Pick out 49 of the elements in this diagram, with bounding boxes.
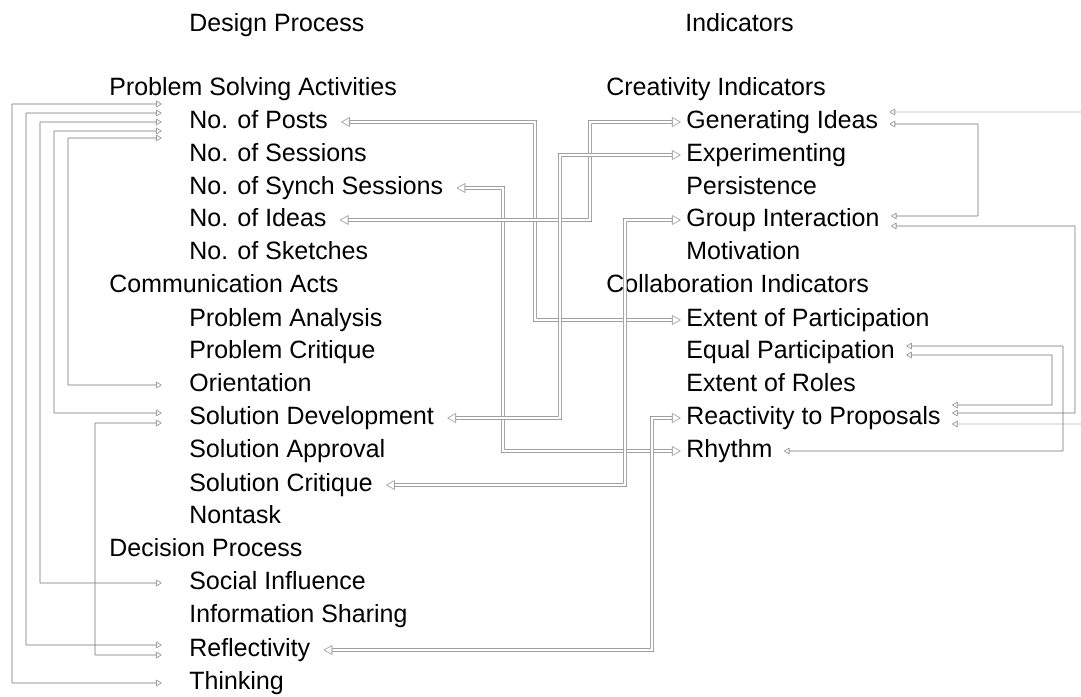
double-line-connector bbox=[323, 413, 681, 655]
double-line-connector bbox=[341, 117, 681, 325]
item-label: Solution Development bbox=[190, 405, 434, 430]
connector-line bbox=[67, 134, 162, 389]
group-heading: Creativity Indicators bbox=[607, 76, 825, 101]
item-label: Reactivity to Proposals bbox=[688, 405, 940, 430]
connector-line bbox=[39, 118, 162, 587]
connector-line bbox=[890, 222, 1076, 417]
item-label: Extent of Roles bbox=[688, 372, 855, 392]
item-label: Extent of Participation bbox=[688, 307, 928, 332]
double-line-connector bbox=[447, 150, 681, 423]
item-label: Generating Ideas bbox=[687, 109, 878, 134]
group-heading: Problem Solving Activities bbox=[111, 76, 396, 101]
item-label: Experimenting bbox=[688, 142, 845, 167]
item-label: Persistence bbox=[688, 175, 816, 195]
column-heading: Indicators bbox=[687, 12, 793, 32]
item-label: Reflectivity bbox=[191, 637, 310, 662]
double-line-connector bbox=[339, 117, 681, 225]
group-heading: Collaboration Indicators bbox=[607, 273, 868, 293]
item-label: Orientation bbox=[190, 372, 310, 392]
item-label: Solution Approval bbox=[190, 438, 384, 463]
connector-line bbox=[94, 419, 162, 659]
double-line-connector bbox=[456, 183, 681, 456]
item-label: No. of Sketches bbox=[191, 240, 368, 260]
connector-line bbox=[25, 109, 162, 649]
group-heading: Communication Acts bbox=[110, 273, 338, 293]
double-line-connector bbox=[386, 215, 681, 490]
connector-line bbox=[53, 127, 162, 417]
item-label: No. of Posts bbox=[191, 109, 327, 129]
item-label: Equal Participation bbox=[688, 339, 893, 364]
connector-line bbox=[906, 351, 1053, 409]
item-label: No. of Ideas bbox=[191, 207, 326, 227]
item-label: Rhythm bbox=[688, 438, 771, 463]
item-label: No. of Sessions bbox=[191, 142, 366, 162]
item-label: Solution Critique bbox=[190, 472, 372, 497]
connector-line bbox=[11, 100, 162, 687]
item-label: Social Influence bbox=[190, 570, 365, 590]
item-label: Thinking bbox=[189, 670, 283, 695]
connector-line bbox=[889, 120, 979, 220]
item-label: Nontask bbox=[191, 504, 281, 524]
item-label: Motivation bbox=[688, 240, 799, 260]
item-label: No. of Synch Sessions bbox=[191, 175, 443, 200]
connector-line bbox=[783, 342, 1064, 455]
item-label: Problem Analysis bbox=[191, 307, 382, 332]
item-label: Group Interaction bbox=[687, 207, 878, 232]
item-label: Information Sharing bbox=[191, 603, 406, 628]
column-heading: Design Process bbox=[191, 12, 364, 37]
group-heading: Decision Process bbox=[111, 537, 302, 557]
item-label: Problem Critique bbox=[191, 339, 375, 364]
